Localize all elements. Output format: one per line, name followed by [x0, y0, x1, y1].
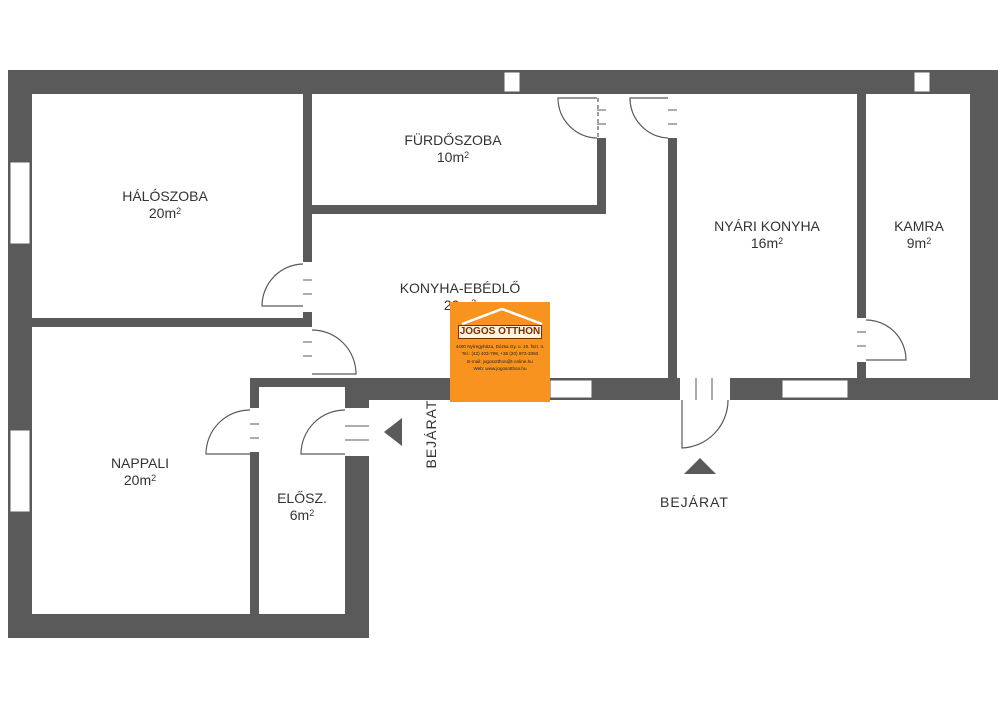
entrance-label-side: BEJÁRAT	[423, 399, 439, 469]
wall-halo-nappali	[32, 318, 312, 327]
door-swing-elosz	[300, 409, 346, 455]
room-name: NAPPALI	[110, 455, 170, 471]
door-gap-nappali-elosz	[250, 408, 259, 452]
door-swing-bath	[557, 97, 598, 139]
wall-right	[970, 70, 998, 400]
wall-elosz-top-2	[345, 380, 369, 408]
wall-bath-bottom	[303, 205, 606, 214]
door-jambs	[250, 109, 866, 441]
wall-kitchen-right	[668, 94, 677, 394]
window-left-1	[9, 161, 31, 245]
door-swing-kamra	[865, 319, 907, 361]
room-name: ELŐSZ.	[277, 490, 327, 506]
door-swing-nappali-elosz	[205, 409, 251, 455]
room-furdoszoba: FÜRDŐSZOBA 10m2	[383, 132, 523, 166]
door-swing-kitchen	[629, 97, 669, 139]
window-top-1	[503, 71, 521, 93]
entrance-arrow-side	[384, 418, 402, 446]
room-nyari-konyha: NYÁRI KONYHA 16m2	[697, 218, 837, 252]
logo-header: JOGOS OTTHON	[454, 305, 546, 343]
entrance-arrow-main	[684, 458, 716, 474]
room-name: KONYHA-EBÉDLŐ	[399, 280, 521, 296]
wall-kamra-left	[857, 94, 866, 394]
wall-bath-right	[597, 94, 606, 214]
room-name: NYÁRI KONYHA	[714, 218, 820, 234]
room-nappali: NAPPALI 20m2	[80, 455, 200, 489]
wall-bottom-left	[8, 614, 369, 638]
door-gap-halo	[303, 262, 312, 312]
room-area: 6m2	[289, 507, 315, 523]
wall-left	[8, 70, 32, 638]
wall-elosz-top	[259, 378, 345, 387]
wall-elosz-left	[250, 378, 259, 622]
door-swing-main	[681, 399, 729, 449]
agency-logo: JOGOS OTTHON 4400 Nyíregyháza, Dózsa Gy.…	[450, 302, 550, 402]
window-bottom-2	[781, 379, 849, 399]
door-gap-main	[680, 378, 730, 400]
room-area: 20m2	[123, 472, 157, 488]
room-kamra: KAMRA 9m2	[874, 218, 964, 252]
door-gap-kitchen	[668, 94, 677, 138]
door-gap-elosz-out	[345, 408, 369, 456]
window-bottom-1	[549, 379, 593, 399]
room-name: FÜRDŐSZOBA	[404, 132, 502, 148]
logo-phone: Tel.: (42) 403-799, +36 (20) 973-3060	[461, 351, 539, 357]
window-left-2	[9, 429, 31, 513]
openings	[9, 71, 931, 513]
door-swings	[205, 97, 907, 455]
door-swing-halo	[261, 263, 304, 307]
room-name: KAMRA	[894, 218, 944, 234]
wall-top	[8, 70, 998, 94]
door-gap-kamra	[857, 318, 866, 362]
room-elosz: ELŐSZ. 6m2	[262, 490, 342, 524]
house-roof-icon	[461, 307, 543, 325]
window-top-2	[913, 71, 931, 93]
room-area: 9m2	[906, 235, 932, 251]
logo-name: JOGOS OTTHON	[458, 325, 542, 339]
logo-address: 4400 Nyíregyháza, Dózsa Gy. u. 10. fszt.…	[455, 344, 545, 349]
entrance-label-main: BEJÁRAT	[660, 494, 729, 510]
room-haloszoba: HÁLÓSZOBA 20m2	[100, 188, 230, 222]
logo-email: E-mail: jogosotthon@t-online.hu	[467, 358, 533, 364]
room-name: HÁLÓSZOBA	[122, 188, 208, 204]
door-gap-bath	[597, 94, 606, 138]
room-area: 16m2	[750, 235, 784, 251]
logo-web: Web: www.jogosotthon.hu	[473, 366, 527, 372]
room-area: 20m2	[148, 205, 182, 221]
door-swing-nappali	[311, 329, 357, 375]
room-area: 10m2	[436, 149, 470, 165]
door-gap-nappali	[303, 327, 312, 377]
